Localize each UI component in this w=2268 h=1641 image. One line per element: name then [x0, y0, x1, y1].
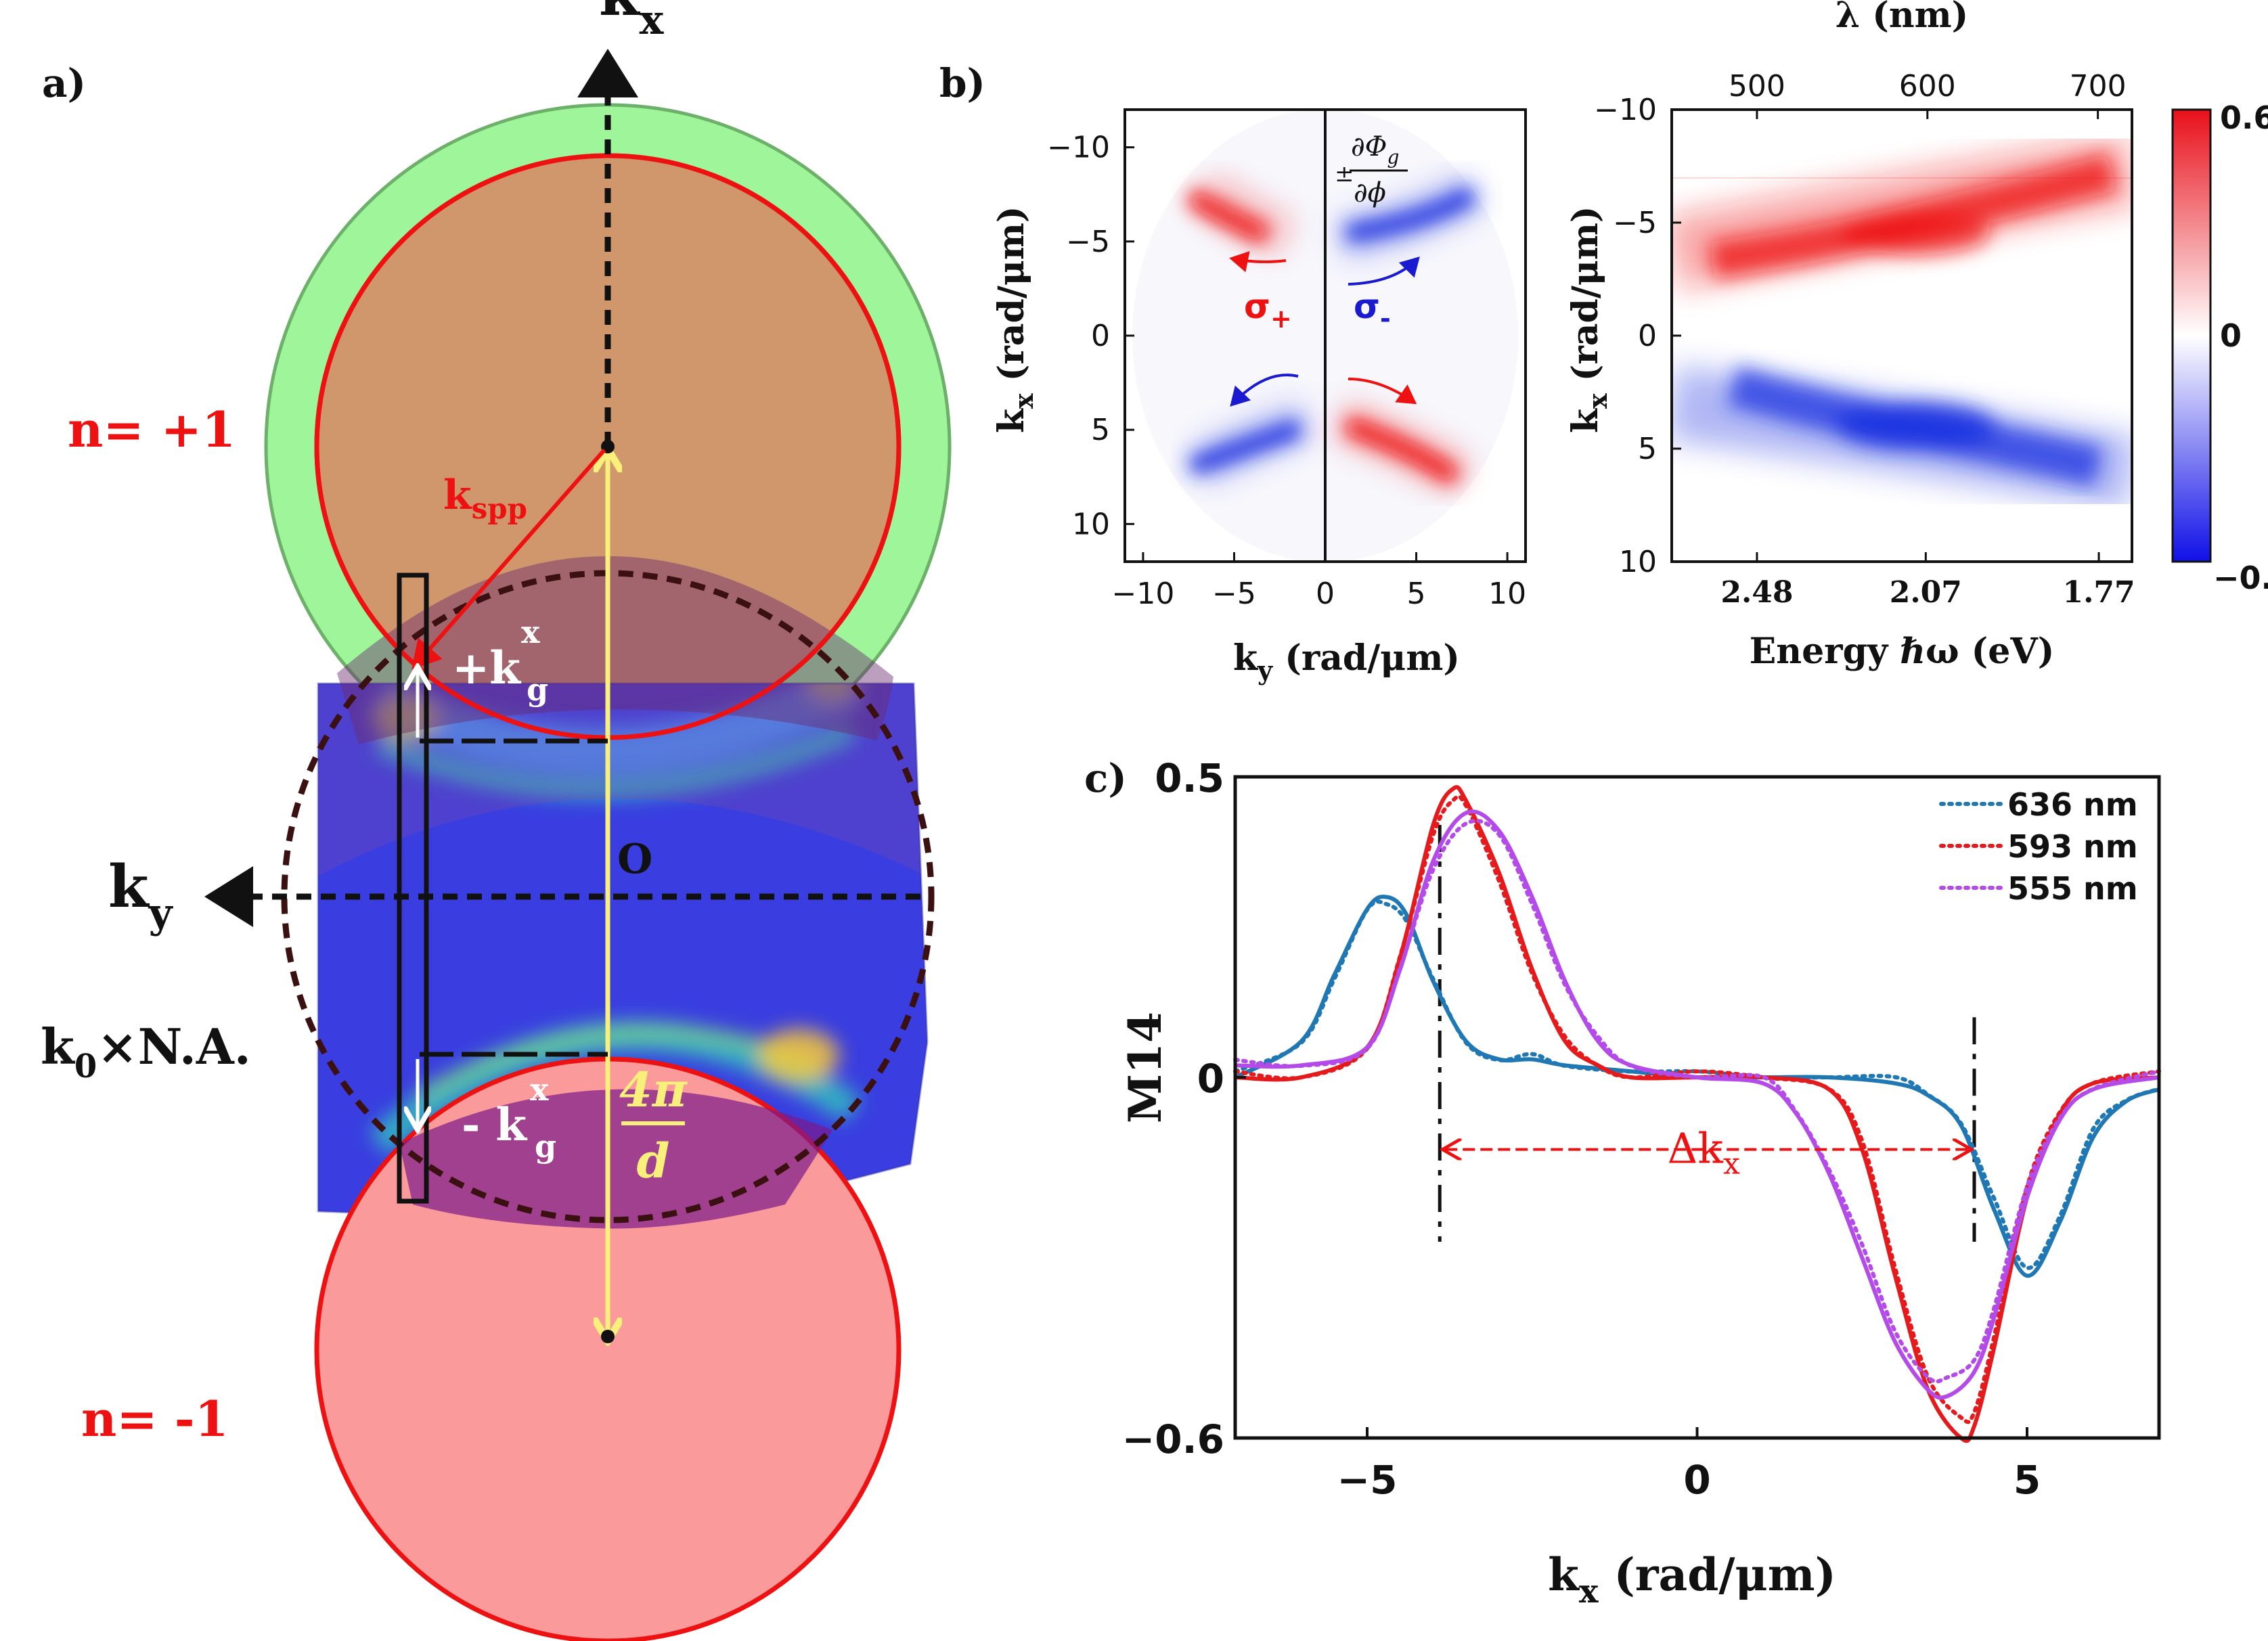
n-plus-one-label: n= +1 — [68, 401, 236, 458]
colorbar-zero: 0 — [2220, 317, 2242, 354]
x-tick-label: 0 — [1683, 1457, 1710, 1503]
kx-axis-label: kx — [599, 0, 665, 44]
panel-b: b) — [939, 0, 2268, 685]
origin-label: O — [617, 836, 652, 883]
map-y-tick-label: 0 — [1091, 319, 1110, 353]
lambda-axis-label: λ (nm) — [1836, 0, 1969, 36]
phase-pm-sign: ± — [1335, 160, 1354, 187]
map-x-tick-label: 0 — [1316, 577, 1335, 611]
sigma-plus-lower-arrow — [1348, 378, 1417, 405]
map-x-tick-label: −5 — [1212, 577, 1256, 611]
map-y-label: kx (rad/μm) — [991, 206, 1039, 433]
m14-x-label: kx (rad/μm) — [1548, 1548, 1836, 1611]
series-dotted-593-nm — [1233, 794, 2161, 1424]
plus-kg-label: +k — [452, 642, 521, 694]
m14-chart: Δkx −5 0 5 0.5 0 −0.6 636 nm 593 nm 555 nm — [1122, 755, 2161, 1503]
dispersion-y-tick-label: 10 — [1619, 545, 1657, 579]
delta-kx-label: Δkx — [1668, 1124, 1740, 1182]
y-tick-label: −0.6 — [1122, 1416, 1224, 1462]
phase-denominator: ∂ϕ — [1354, 177, 1386, 208]
lower-center-dot — [601, 1330, 615, 1343]
energy-tick-label: 2.07 — [1890, 575, 1962, 610]
kspp-label: kspp — [443, 472, 527, 525]
dispersion-y-tick-label: 5 — [1638, 432, 1657, 466]
panel-b-label: b) — [939, 60, 985, 106]
sigma-minus-upper-arrow — [1348, 256, 1420, 286]
y-tick-label: 0 — [1197, 1056, 1224, 1102]
lambda-tick-label: 700 — [2070, 69, 2127, 104]
energy-tick-label: 2.48 — [1720, 575, 1793, 610]
series-line-555-nm — [1235, 809, 2160, 1400]
lambda-tick-label: 600 — [1899, 69, 1956, 104]
d-label: d — [637, 1133, 670, 1189]
panel-c-label: c) — [1084, 755, 1127, 801]
dispersion-ticks: −10 −5 0 5 10 2.48 2.07 1.77 500 600 700 — [1594, 69, 2135, 610]
x-tick-label: −5 — [1337, 1457, 1398, 1503]
sigma-minus-lower-arrow — [1230, 374, 1299, 407]
lambda-tick-label: 500 — [1729, 69, 1785, 104]
energy-tick-label: 1.77 — [2062, 575, 2135, 610]
map-y-tick-label: −5 — [1066, 225, 1110, 259]
map-x-tick-label: 10 — [1488, 577, 1526, 611]
series-dotted-636-nm — [1233, 899, 2161, 1270]
k0-na-label: k0×N.A. — [41, 1018, 251, 1085]
n-minus-one-label: n= -1 — [81, 1390, 229, 1447]
minus-kg-label: - k — [462, 1098, 527, 1151]
sigma-plus-label: σ+ — [1244, 287, 1292, 334]
energy-axis-label: Energy ℏω (eV) — [1750, 631, 2055, 672]
dispersion-y-tick-label: −10 — [1594, 93, 1657, 127]
legend-label-555-nm: 555 nm — [2007, 870, 2138, 907]
dispersion-y-label: kx (rad/μm) — [1565, 206, 1613, 433]
colorbar-max: 0.6 — [2220, 99, 2268, 136]
four-pi-label: 4π — [619, 1062, 688, 1118]
map-x-tick-label: −10 — [1111, 577, 1174, 611]
y-tick-label: 0.5 — [1155, 755, 1224, 801]
map-y-tick-label: 5 — [1091, 413, 1110, 447]
x-tick-label: 5 — [2014, 1457, 2041, 1503]
panel-a: a) kx — [41, 0, 952, 1641]
kg-selection-box — [397, 572, 429, 1204]
plus-kg-sub: g — [527, 671, 548, 708]
dispersion-map: −10 −5 0 5 10 2.48 2.07 1.77 500 600 700 λ (nm) En… — [1565, 0, 2268, 672]
kxky-map: σ+ σ- ± ∂Φg ∂ϕ −10 −5 0 5 10 −10 −5 0 5 10 ky (ra… — [991, 108, 1527, 685]
m14-y-label: M14 — [1119, 1012, 1172, 1123]
panel-a-label: a) — [42, 60, 86, 106]
map-ticks: −10 −5 0 5 10 −10 −5 0 5 10 — [1047, 131, 1526, 611]
minus-kg-sub: g — [535, 1128, 556, 1165]
dispersion-y-tick-label: 0 — [1638, 319, 1657, 353]
sigma-plus-upper-arrow — [1229, 251, 1287, 273]
colorbar-min: −0.6 — [2213, 560, 2268, 596]
legend-label-593-nm: 593 nm — [2007, 828, 2138, 865]
panel-c: c) Δkx −5 0 5 0.5 0 −0.6 636 nm 593 nm 555 nm kx … — [1084, 755, 2161, 1611]
map-x-label: ky (rad/μm) — [1233, 637, 1460, 685]
plus-kg-sup: x — [521, 614, 540, 650]
minus-kg-sup: x — [530, 1071, 549, 1108]
phase-numerator: ∂Φg — [1351, 131, 1399, 168]
colorbar — [2171, 108, 2212, 563]
dispersion-y-tick-label: −5 — [1613, 206, 1657, 240]
ky-axis-label: ky — [108, 853, 174, 937]
legend-label-636-nm: 636 nm — [2007, 786, 2138, 823]
map-x-tick-label: 5 — [1407, 577, 1426, 611]
map-y-tick-label: 10 — [1072, 507, 1110, 541]
kspp-arrow — [412, 449, 606, 670]
sigma-minus-label: σ- — [1354, 287, 1391, 334]
map-y-tick-label: −10 — [1047, 131, 1110, 165]
